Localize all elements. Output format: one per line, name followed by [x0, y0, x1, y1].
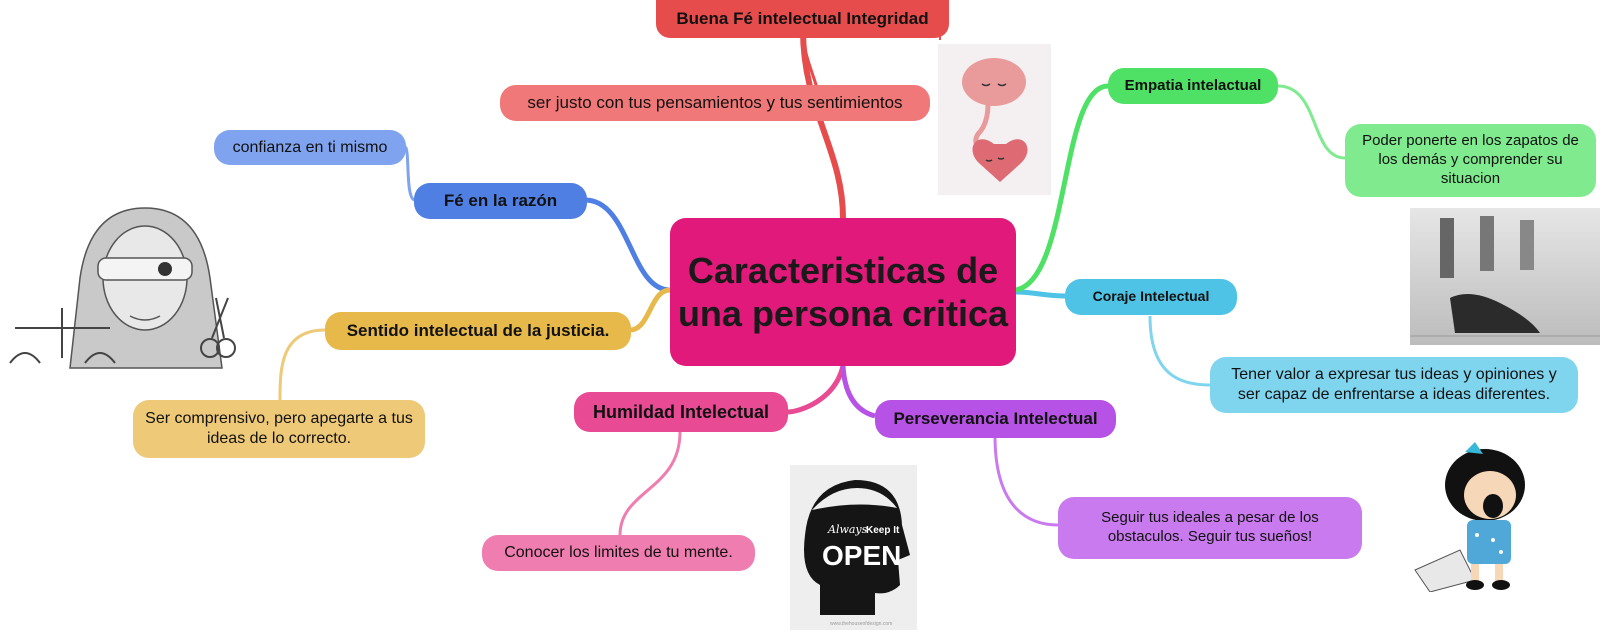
detail-empatia[interactable]: Poder ponerte en los zapatos de los demá… [1345, 124, 1596, 197]
link-humildad-detail [618, 431, 682, 536]
detail-humildad[interactable]: Conocer los limites de tu mente. [482, 535, 755, 571]
brain-heart-illustration [938, 44, 1051, 195]
link-coraje-detail [1148, 315, 1211, 387]
branch-fe-razon[interactable]: Fé en la razón [414, 183, 587, 219]
svg-text:www.thehouseofdesign.com: www.thehouseofdesign.com [830, 621, 892, 627]
branch-coraje[interactable]: Coraje Intelectual [1065, 279, 1237, 315]
link-buena-fe [800, 29, 846, 219]
link-empatia-detail [1277, 84, 1346, 160]
branch-buena-fe[interactable]: Buena Fé intelectual Integridad [656, 0, 949, 38]
branch-humildad[interactable]: Humildad Intelectual [574, 392, 788, 432]
detail-buena-fe[interactable]: ser justo con tus pensamientos y tus sen… [500, 85, 930, 121]
svg-text:Keep It: Keep It [866, 525, 900, 536]
link-perseverancia-detail [993, 435, 1059, 527]
mafalda-illustration [1405, 440, 1545, 593]
link-empatia [1015, 83, 1109, 293]
shoes-perspective-photo [1410, 208, 1600, 345]
detail-fe-razon[interactable]: confianza en ti mismo [214, 130, 406, 165]
branch-perseverancia[interactable]: Perseverancia Intelectual [875, 400, 1116, 438]
link-justicia-detail [278, 328, 326, 401]
link-fe-razon [584, 197, 671, 293]
blindfolded-justice-illustration [0, 198, 248, 370]
branch-empatia[interactable]: Empatia intelactual [1108, 68, 1278, 104]
link-justicia [629, 287, 671, 333]
link-humildad [786, 365, 846, 415]
svg-text:OPEN: OPEN [822, 540, 901, 571]
detail-coraje[interactable]: Tener valor a expresar tus ideas y opini… [1210, 357, 1578, 413]
link-fe-razon-detail [403, 145, 416, 202]
keep-it-open-poster: Always Keep It OPEN www.thehouseofdesign… [790, 465, 917, 630]
svg-text:Always: Always [827, 523, 868, 536]
central-topic[interactable]: Caracteristicas de una persona critica [670, 218, 1016, 366]
branch-justicia[interactable]: Sentido intelectual de la justicia. [325, 312, 631, 350]
link-coraje [1015, 289, 1066, 299]
detail-justicia[interactable]: Ser comprensivo, pero apegarte a tus ide… [133, 400, 425, 458]
detail-perseverancia[interactable]: Seguir tus ideales a pesar de los obstac… [1058, 497, 1362, 559]
link-perseverancia [840, 365, 876, 419]
